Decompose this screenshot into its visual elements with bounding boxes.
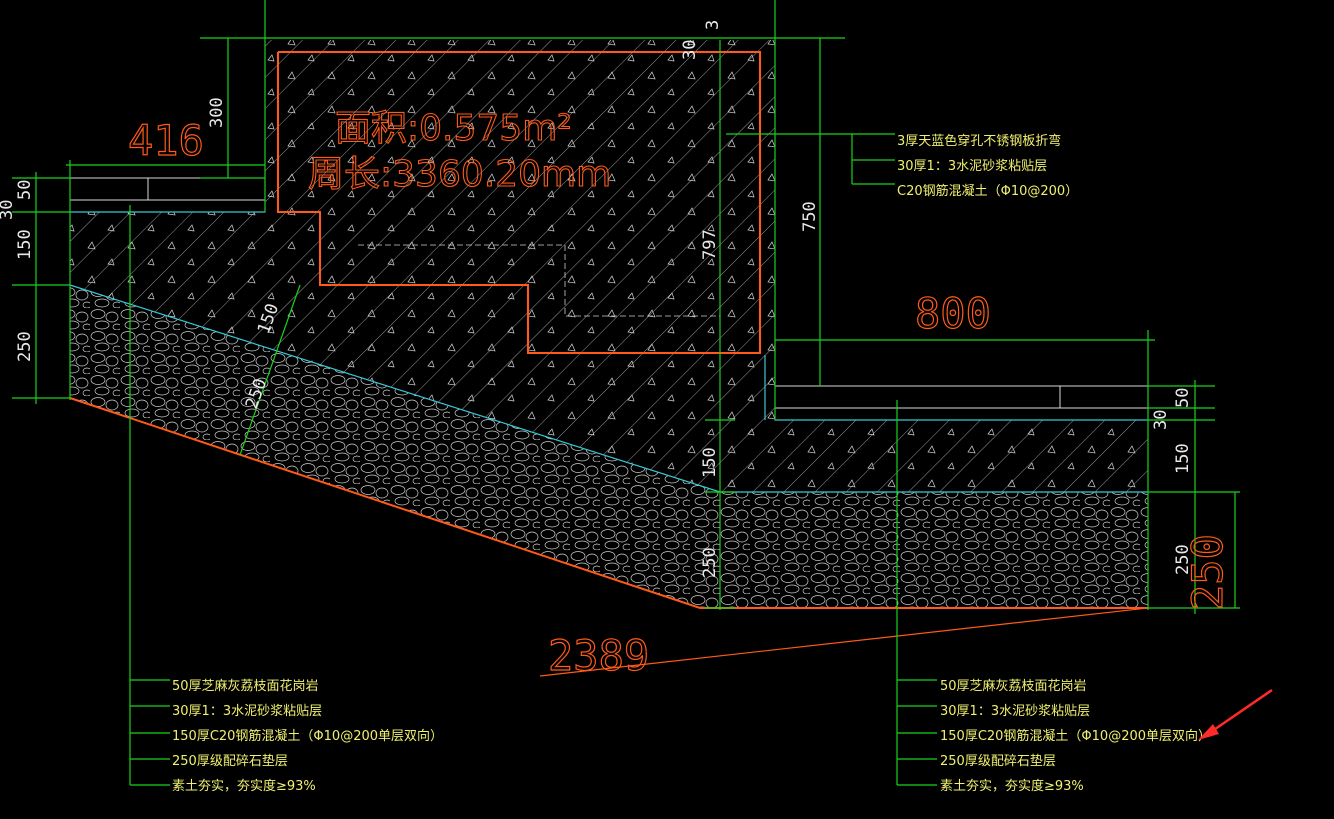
dim-30-left: 30 [0, 200, 17, 220]
concrete-body [70, 40, 1148, 492]
area-readout: 面积:0.575m² [335, 108, 572, 149]
gravel-layer [70, 285, 1148, 608]
dim-30-right: 30 [1151, 410, 1171, 430]
dim-797: 797 [700, 229, 720, 260]
dim-50-left: 50 [15, 180, 35, 200]
note-left-4: 250厚级配碎石垫层 [172, 753, 288, 769]
dim-150-left: 150 [15, 229, 35, 260]
notes-top: 3厚天蓝色穿孔不锈钢板折弯 30厚1：3水泥砂浆粘贴层 C20钢筋混凝土（Φ10… [897, 133, 1078, 199]
note-left-3: 150厚C20钢筋混凝土（Φ10@200单层双向） [172, 728, 443, 744]
dim-300: 300 [207, 97, 227, 128]
dim-250-left: 250 [15, 331, 35, 362]
bottom-edge [69, 397, 1148, 609]
note-right-1: 50厚芝麻灰荔枝面花岗岩 [940, 678, 1087, 694]
dim-250-big: 250 [1183, 534, 1232, 610]
pointer-arrow-icon [1198, 688, 1273, 740]
dim-150-mid: 150 [700, 447, 720, 478]
note-top-1: 3厚天蓝色穿孔不锈钢板折弯 [897, 133, 1061, 149]
note-left-1: 50厚芝麻灰荔枝面花岗岩 [172, 678, 319, 694]
dim-800: 800 [915, 289, 991, 338]
dim-250-right: 250 [1173, 544, 1193, 575]
note-top-3: C20钢筋混凝土（Φ10@200） [897, 183, 1078, 199]
perimeter-readout: 周长:3360.20mm [308, 154, 611, 195]
dim-250-mid: 250 [700, 547, 720, 578]
dim-3-top: 3 [703, 20, 723, 30]
notes-left: 50厚芝麻灰荔枝面花岗岩 30厚1：3水泥砂浆粘贴层 150厚C20钢筋混凝土（… [172, 678, 443, 794]
dim-50-right: 50 [1173, 388, 1193, 408]
dim-150-right: 150 [1173, 443, 1193, 474]
note-left-5: 素土夯实，夯实度≥93% [172, 778, 316, 794]
dim-750: 750 [800, 201, 820, 232]
note-right-3: 150厚C20钢筋混凝土（Φ10@200单层双向） [940, 728, 1211, 744]
note-right-2: 30厚1：3水泥砂浆粘贴层 [940, 704, 1090, 719]
dim-416: 416 [128, 116, 204, 165]
dim-30-top: 30 [680, 40, 700, 60]
note-right-4: 250厚级配碎石垫层 [940, 753, 1056, 769]
dimension-lines [12, 0, 1240, 786]
notes-right: 50厚芝麻灰荔枝面花岗岩 30厚1：3水泥砂浆粘贴层 150厚C20钢筋混凝土（… [940, 678, 1211, 794]
paving-left [69, 177, 266, 213]
dim-2389: 2389 [548, 631, 649, 680]
measured-outline [277, 51, 761, 354]
paving-right [774, 385, 1149, 421]
note-left-2: 30厚1：3水泥砂浆粘贴层 [172, 704, 322, 719]
note-right-5: 素土夯实，夯实度≥93% [940, 778, 1084, 794]
note-top-2: 30厚1：3水泥砂浆粘贴层 [897, 159, 1047, 174]
